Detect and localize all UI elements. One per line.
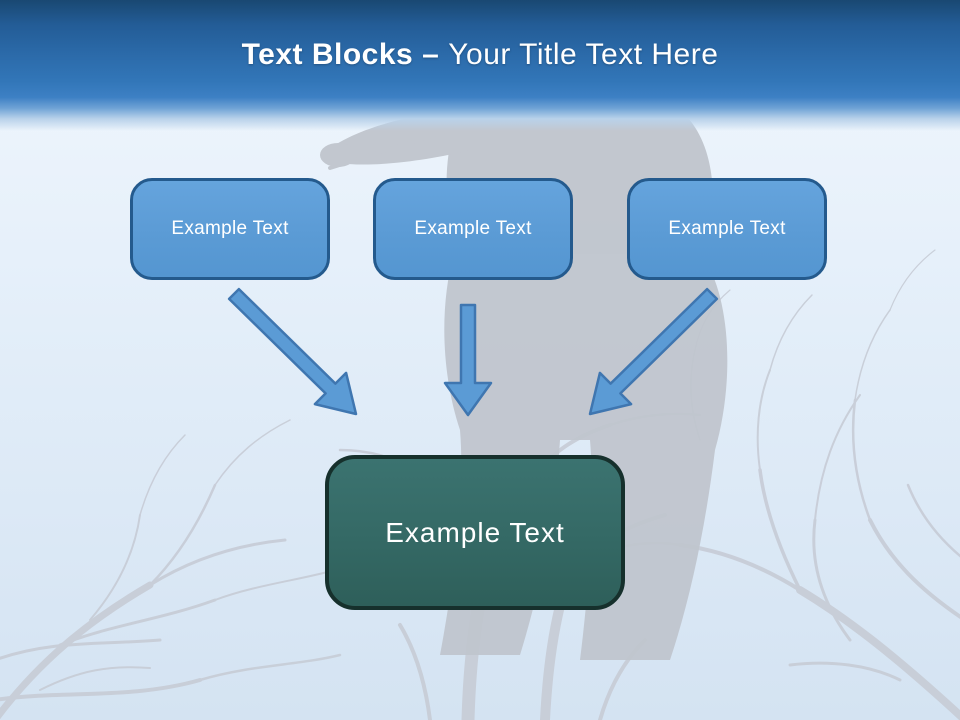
- text-block-3[interactable]: Example Text: [627, 178, 827, 280]
- summary-block[interactable]: Example Text: [325, 455, 625, 610]
- text-block-3-label: Example Text: [668, 218, 786, 239]
- slide-title: Text Blocks –Your Title Text Here: [242, 38, 719, 72]
- text-block-2-label: Example Text: [414, 218, 532, 239]
- summary-block-label: Example Text: [385, 516, 565, 548]
- slide-title-regular: Your Title Text Here: [448, 37, 719, 71]
- slide-title-bold: Text Blocks –: [241, 37, 440, 71]
- text-block-1-label: Example Text: [171, 218, 289, 239]
- text-block-2[interactable]: Example Text: [373, 178, 573, 280]
- header-band: Text Blocks –Your Title Text Here: [0, 0, 960, 135]
- text-block-1[interactable]: Example Text: [130, 178, 330, 280]
